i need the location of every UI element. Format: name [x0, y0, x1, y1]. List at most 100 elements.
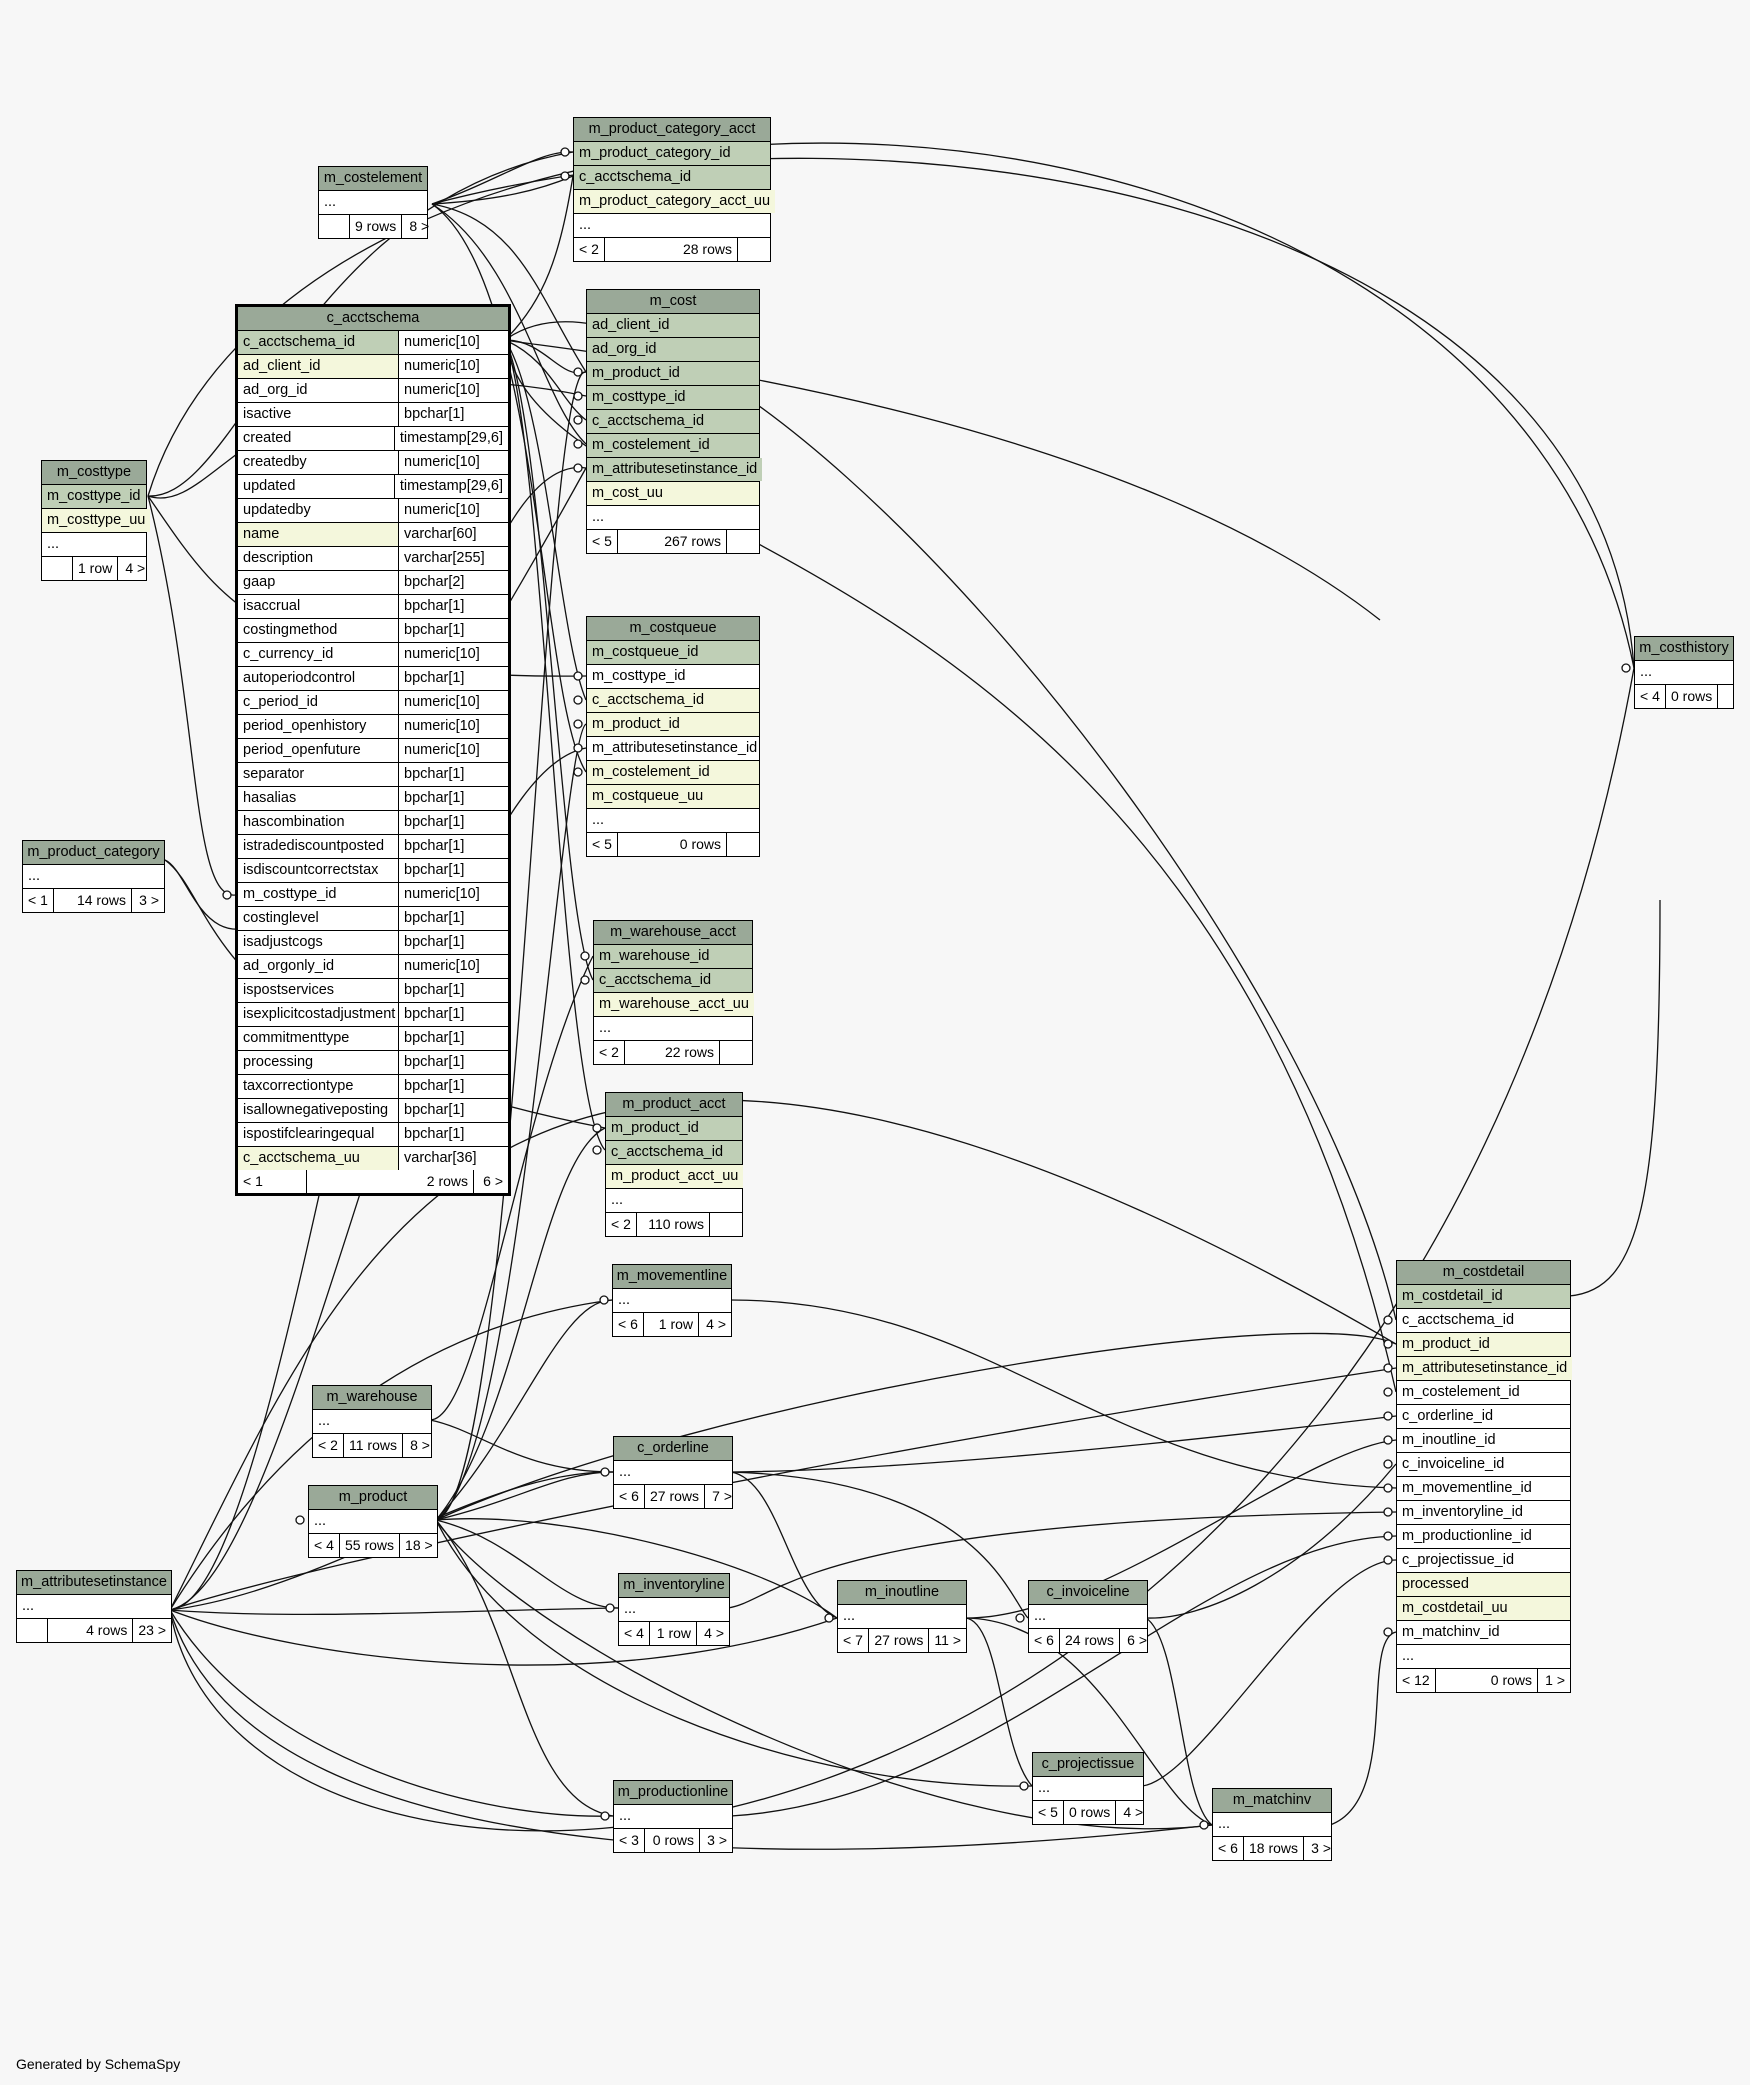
column-row: ... — [613, 1289, 731, 1313]
children-count[interactable] — [1717, 685, 1750, 708]
children-count[interactable]: 3 > — [699, 1829, 732, 1852]
column-type: bpchar[1] — [398, 763, 508, 786]
row-count: 267 rows — [617, 530, 726, 553]
parents-count[interactable] — [319, 215, 349, 238]
column-row: m_costtype_uu — [42, 509, 151, 533]
column-row: m_warehouse_id — [594, 945, 752, 969]
column-row: ... — [42, 533, 146, 557]
column-row: m_attributesetinstance_id — [1397, 1357, 1573, 1381]
children-count[interactable]: 4 > — [698, 1313, 731, 1336]
children-count[interactable]: 7 > — [704, 1485, 737, 1508]
row-count: 1 row — [643, 1313, 698, 1336]
column-row: c_acctschema_id — [606, 1141, 742, 1165]
parents-count[interactable]: < 5 — [592, 836, 612, 852]
children-count[interactable]: 4 > — [117, 557, 150, 580]
children-count[interactable]: 3 > — [131, 889, 164, 912]
parents-count[interactable] — [42, 557, 72, 580]
parents-count[interactable]: < 2 — [579, 241, 599, 257]
column-row: m_costdetail_uu — [1397, 1597, 1570, 1621]
parents-count[interactable]: < 1 — [28, 892, 48, 908]
parents-count[interactable]: < 5 — [592, 533, 612, 549]
children-count[interactable]: 3 > — [1303, 1837, 1336, 1860]
parents-count[interactable]: < 1 — [243, 1173, 263, 1189]
parents-count[interactable]: < 4 — [314, 1537, 334, 1553]
children-count[interactable]: 6 > — [1119, 1629, 1152, 1652]
column-name: c_acctschema_id — [1402, 1312, 1515, 1328]
column-name: hascombination — [243, 814, 345, 830]
parents-count[interactable]: < 12 — [1402, 1672, 1430, 1688]
children-count[interactable]: 23 > — [132, 1619, 171, 1642]
children-count[interactable] — [726, 833, 759, 856]
parents-count[interactable]: < 5 — [1038, 1804, 1058, 1820]
table-footer: < 1 2 rows 6 > — [238, 1170, 508, 1193]
column-name: m_costelement_id — [1402, 1384, 1520, 1400]
row-count: 11 rows — [343, 1434, 402, 1457]
column-name: m_attributesetinstance_id — [587, 458, 763, 481]
children-count[interactable] — [737, 238, 770, 261]
parents-count[interactable]: < 6 — [1034, 1632, 1054, 1648]
parents-count[interactable]: < 6 — [1218, 1840, 1238, 1856]
column-type: timestamp[29,6] — [393, 475, 508, 498]
table-header: m_cost — [587, 290, 759, 314]
children-count[interactable]: 4 > — [1115, 1801, 1148, 1824]
parents-count[interactable]: < 4 — [624, 1625, 644, 1641]
column-type: bpchar[1] — [398, 1075, 508, 1098]
parents-count[interactable]: < 2 — [318, 1437, 338, 1453]
children-count[interactable]: 8 > — [401, 215, 434, 238]
children-count[interactable] — [709, 1213, 742, 1236]
column-name: ... — [619, 1808, 632, 1824]
children-count[interactable] — [726, 530, 759, 553]
row-count: 0 rows — [1063, 1801, 1115, 1824]
children-count[interactable]: 4 > — [696, 1622, 729, 1645]
children-count[interactable] — [719, 1041, 752, 1064]
column-name: m_product_id — [587, 713, 759, 736]
column-name: ... — [611, 1192, 624, 1208]
parents-count[interactable] — [17, 1619, 47, 1642]
table-header: c_invoiceline — [1029, 1581, 1147, 1605]
column-name: created — [243, 430, 292, 446]
parents-count[interactable]: < 6 — [619, 1488, 639, 1504]
column-name: m_costqueue_id — [587, 641, 759, 664]
children-count[interactable]: 1 > — [1537, 1669, 1570, 1692]
parents-count[interactable]: < 3 — [619, 1832, 639, 1848]
column-name: c_invoiceline_id — [1402, 1456, 1505, 1472]
parents-count[interactable]: < 4 — [1640, 688, 1660, 704]
children-count[interactable]: 8 > — [401, 1434, 435, 1457]
column-name: m_warehouse_id — [594, 945, 752, 968]
column-type: numeric[10] — [398, 331, 508, 354]
children-count[interactable]: 18 > — [399, 1534, 438, 1557]
parents-count[interactable]: < 6 — [618, 1316, 638, 1332]
parents-count[interactable]: < 2 — [611, 1216, 631, 1232]
children-count[interactable]: 6 > — [473, 1170, 508, 1193]
parents-count[interactable]: < 2 — [599, 1044, 619, 1060]
column-name: m_inoutline_id — [1402, 1432, 1496, 1448]
parents-count[interactable]: < 7 — [843, 1632, 863, 1648]
children-count[interactable]: 11 > — [928, 1629, 966, 1652]
